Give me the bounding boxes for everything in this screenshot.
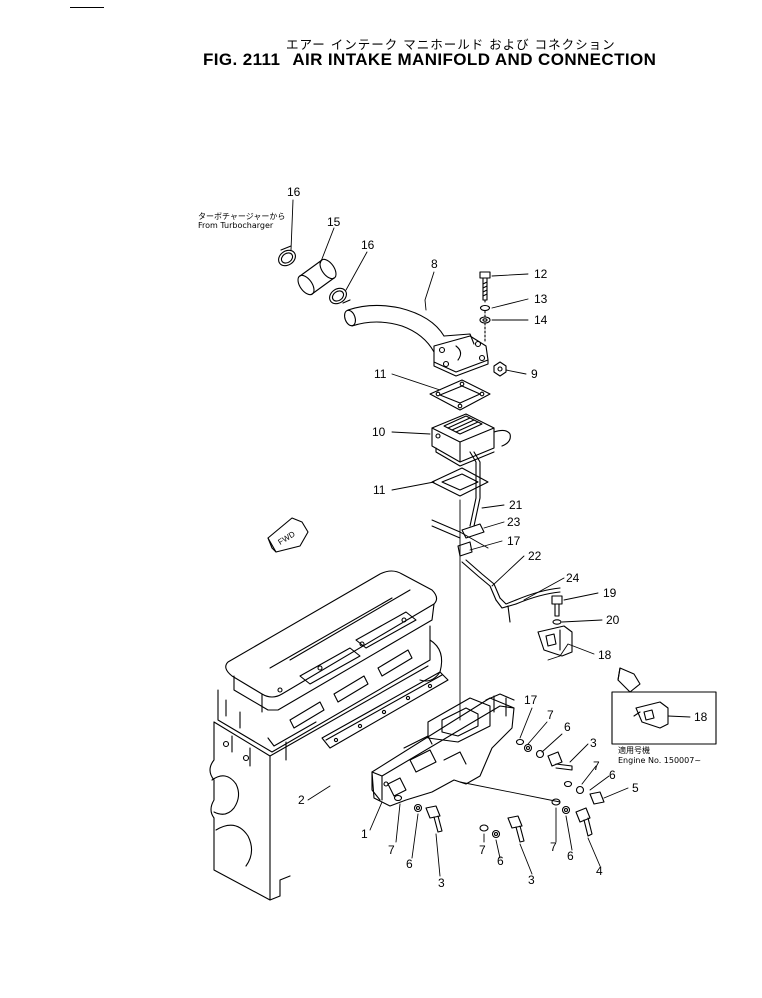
callout-3: 3 [438, 876, 445, 890]
callout-24: 24 [566, 571, 580, 585]
callout-9: 9 [531, 367, 538, 381]
clip-17-upper [457, 541, 473, 557]
callout-13: 13 [534, 292, 548, 306]
callout-6: 6 [564, 720, 571, 734]
callout-6: 6 [497, 854, 504, 868]
callout-18: 18 [694, 710, 708, 724]
callout-14: 14 [534, 313, 548, 327]
callout-7: 7 [593, 759, 600, 773]
callout-7: 7 [388, 843, 395, 857]
hose-clamp-upper [278, 245, 296, 267]
intake-manifold-1 [371, 693, 515, 807]
callout-10: 10 [372, 425, 386, 439]
callout-17: 17 [507, 534, 521, 548]
callout-12: 12 [534, 267, 548, 281]
callout-23: 23 [507, 515, 521, 529]
washer-14 [479, 316, 491, 324]
callout-2: 2 [298, 793, 305, 807]
fwd-arrow [267, 517, 309, 553]
callout-1: 1 [361, 827, 368, 841]
callout-8: 8 [431, 257, 438, 271]
callout-numbers: 16 15 16 8 12 13 14 9 11 10 11 21 23 17 … [287, 185, 708, 890]
air-heater-10 [431, 413, 511, 467]
from-turbo-jp: ターボチャージャーから [198, 212, 286, 221]
fuel-tube-22 [461, 559, 517, 609]
callout-16: 16 [361, 238, 375, 252]
bracket-arrow-piece [617, 667, 641, 693]
callout-4: 4 [596, 864, 603, 878]
figure-name: AIR INTAKE MANIFOLD AND CONNECTION [292, 50, 657, 69]
fastener-upper-right [515, 738, 573, 771]
callout-16: 16 [287, 185, 301, 199]
fuel-tube-24 [507, 587, 561, 623]
callout-7: 7 [479, 843, 486, 857]
callout-18: 18 [598, 648, 612, 662]
spring-washer-13 [479, 304, 491, 312]
bracket-18 [537, 625, 573, 657]
callout-22: 22 [528, 549, 542, 563]
fastener-row-right [551, 780, 605, 837]
from-turbo-en: From Turbocharger [198, 221, 274, 230]
washer-20 [552, 619, 562, 625]
callout-6: 6 [609, 768, 616, 782]
bolt-12 [479, 271, 491, 301]
gasket-11-upper [429, 379, 491, 411]
gasket-11-lower [431, 467, 489, 497]
bracket-18-inset [633, 701, 669, 729]
fastener-row-mid [479, 815, 525, 843]
nut-9 [493, 361, 507, 377]
callout-5: 5 [632, 781, 639, 795]
callout-15: 15 [327, 215, 341, 229]
callout-19: 19 [603, 586, 617, 600]
callout-20: 20 [606, 613, 620, 627]
callout-7: 7 [547, 708, 554, 722]
figure-number: FIG. 2111 [203, 50, 281, 69]
serial-jp: 適用号機 [618, 746, 650, 755]
fwd-label: FWD [276, 529, 296, 546]
hose-clamp-lower [329, 287, 351, 305]
top-rule [70, 7, 104, 8]
fuel-tube-21 [469, 451, 481, 527]
callout-7: 7 [550, 840, 557, 854]
callout-11: 11 [374, 367, 387, 381]
callout-17: 17 [524, 693, 538, 707]
callout-6: 6 [567, 849, 574, 863]
bolt-19 [551, 595, 563, 617]
leader-lines [290, 199, 691, 877]
engine-block [209, 570, 449, 901]
callout-11: 11 [373, 483, 386, 497]
fastener-row-left [393, 794, 443, 833]
callout-3: 3 [528, 873, 535, 887]
callout-3: 3 [590, 736, 597, 750]
callout-21: 21 [509, 498, 523, 512]
serial-en: Engine No. 150007~ [618, 756, 702, 765]
clip-23 [461, 523, 485, 539]
japanese-title: エアー インテーク マニホールド および コネクション [286, 37, 616, 52]
callout-6: 6 [406, 857, 413, 871]
air-connector-pipe [344, 304, 489, 377]
serial-inset-box [611, 691, 717, 745]
figure-title: FIG. 2111 AIR INTAKE MANIFOLD AND CONNECT… [203, 50, 656, 70]
